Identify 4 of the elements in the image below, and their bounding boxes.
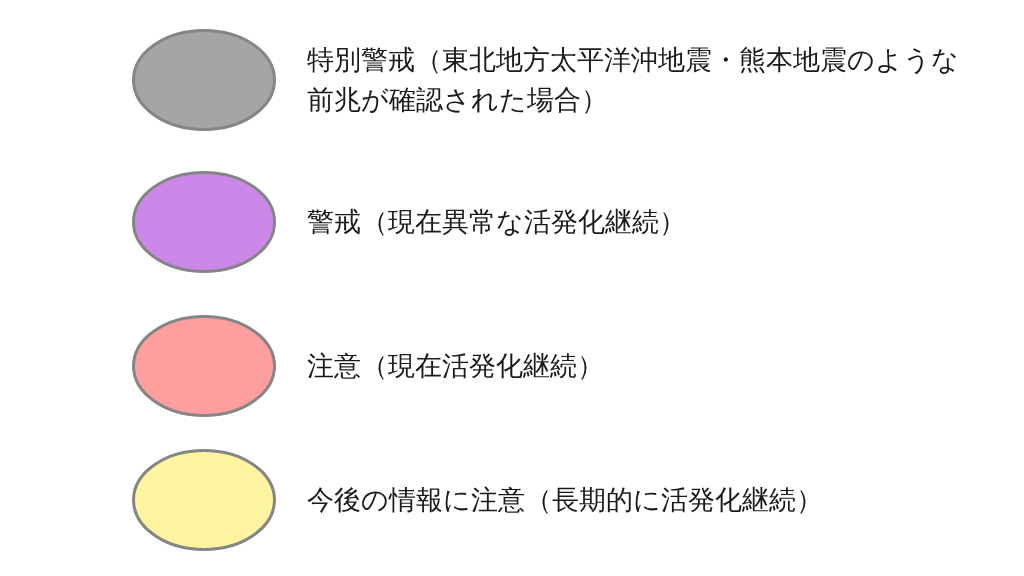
legend-label: 特別警戒（東北地方太平洋沖地震・熊本地震のような前兆が確認された場合）	[307, 43, 960, 117]
legend-label: 警戒（現在異常な活発化継続）	[307, 205, 686, 239]
legend-label: 注意（現在活発化継続）	[307, 349, 604, 383]
legend-label: 今後の情報に注意（長期的に活発化継続）	[307, 483, 823, 517]
